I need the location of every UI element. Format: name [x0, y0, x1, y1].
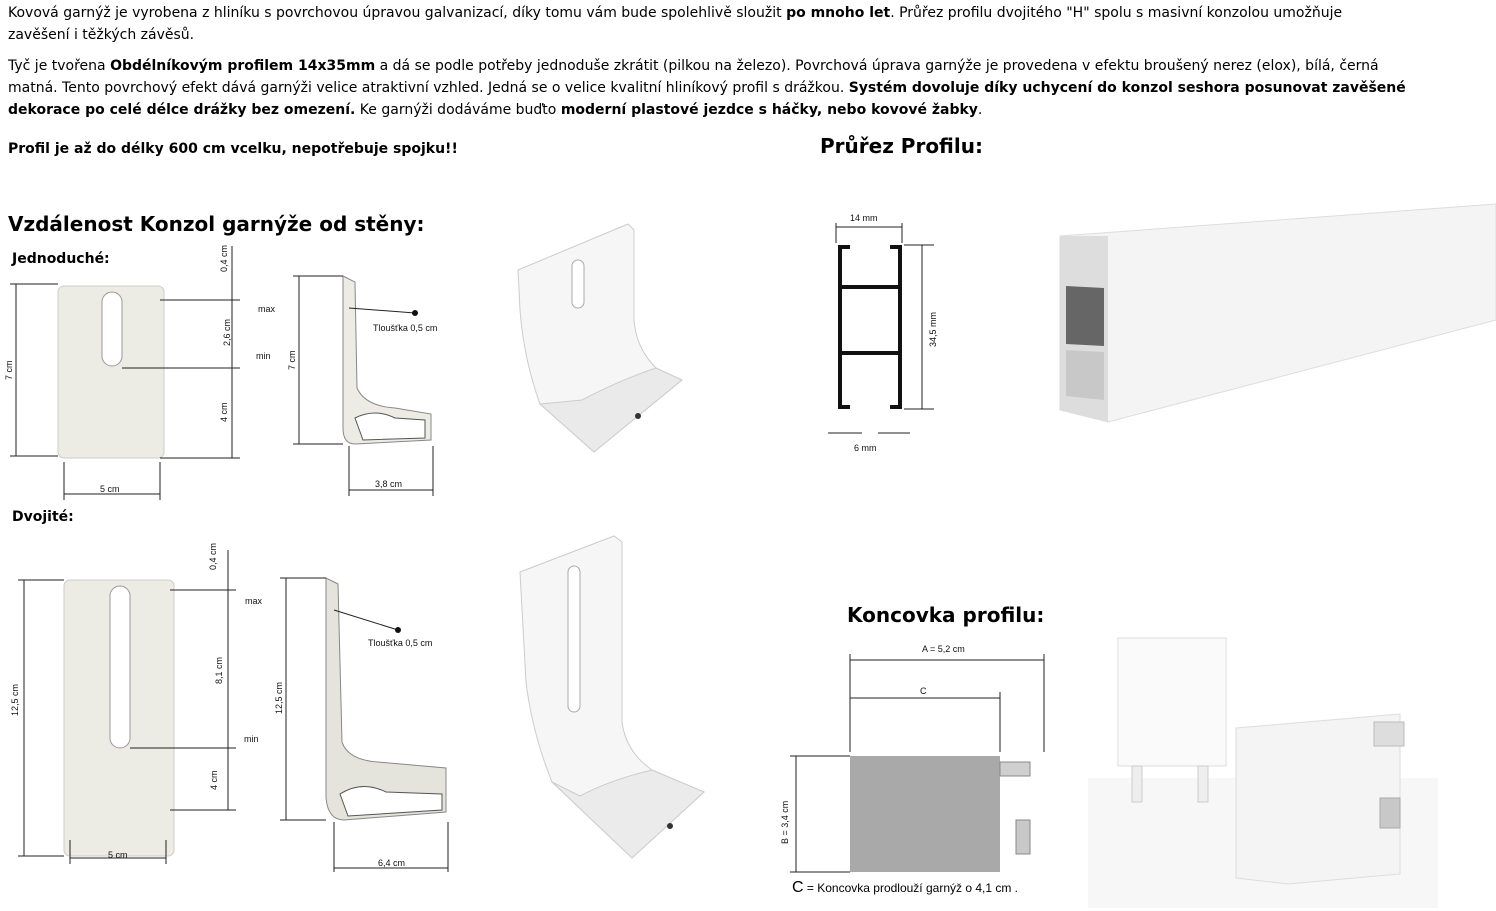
- single-bracket-front-diagram: 7 cm 0,4 cm max 2,6 cm min 4 cm 5 cm: [4, 245, 276, 500]
- single-label: Jednoduché:: [12, 251, 110, 267]
- endcap-render: [1088, 637, 1438, 908]
- single-thickness-label: Tloušťka 0,5 cm: [373, 323, 437, 333]
- text-run: a dá se podle potřeby jednoduše zkrátit …: [8, 58, 1379, 96]
- profile-heading: Průřez Profilu:: [820, 134, 983, 158]
- double-min-label: min: [244, 734, 259, 744]
- single-height-label: 7 cm: [4, 360, 14, 380]
- double-side-height-label: 12,5 cm: [274, 682, 284, 714]
- double-depth-label: 6,4 cm: [378, 858, 405, 868]
- double-height-label: 12,5 cm: [10, 684, 20, 716]
- length-note: Profil je až do délky 600 cm vcelku, nep…: [8, 141, 458, 157]
- single-depth-label: 3,8 cm: [375, 479, 402, 489]
- text-run: Ke garnýži dodáváme buďto: [355, 102, 561, 118]
- single-width-label: 5 cm: [100, 484, 120, 494]
- intro-paragraph: Kovová garnýž je vyrobena z hliníku s po…: [8, 2, 1388, 46]
- endcap-a-label: A = 5,2 cm: [922, 644, 965, 654]
- double-label: Dvojité:: [12, 509, 74, 525]
- bold-run: moderní plastové jezdce s háčky, nebo ko…: [560, 102, 978, 118]
- brackets-heading: Vzdálenost Konzol garnýže od stěny:: [8, 212, 425, 236]
- endcap-c-label: C: [920, 686, 927, 696]
- single-top-label: 0,4 cm: [219, 245, 229, 272]
- double-thickness-label: Tloušťka 0,5 cm: [368, 638, 432, 648]
- text-run: . Průřez profilu dvojitého "H" spolu s m…: [8, 5, 1343, 43]
- text-run: Kovová garnýž je vyrobena z hliníku s po…: [8, 5, 787, 21]
- double-bracket-side-diagram: 12,5 cm Tloušťka 0,5 cm 6,4 cm: [274, 577, 449, 872]
- text-run: Tyč je tvořena: [8, 58, 111, 74]
- text-run: .: [977, 102, 983, 118]
- profile-rail-render: [1059, 203, 1496, 423]
- endcap-caption-text: = Koncovka prodlouží garnýž o 4,1 cm .: [803, 881, 1019, 895]
- endcap-diagram: A = 5,2 cm C B = 3,4 cm: [780, 644, 1045, 873]
- endcap-caption: C = Koncovka prodlouží garnýž o 4,1 cm .: [792, 879, 1018, 897]
- single-lower-label: 4 cm: [219, 402, 229, 422]
- profile-width-label: 14 mm: [850, 213, 878, 223]
- double-slot-label: 8,1 cm: [214, 657, 224, 684]
- double-max-label: max: [245, 596, 263, 606]
- endcap-b-label: B = 3,4 cm: [780, 801, 790, 844]
- double-bracket-render: [519, 535, 705, 859]
- profile-cross-section-diagram: 14 mm 34,5 mm 6 mm: [828, 213, 938, 453]
- bold-run: Systém dovoluje díky uchycení do konzol …: [8, 80, 1406, 118]
- single-bracket-render: [517, 223, 683, 453]
- bold-run: Obdélníkovým profilem 14x35mm: [110, 58, 376, 74]
- double-top-label: 0,4 cm: [208, 543, 218, 570]
- description-paragraph: Tyč je tvořena Obdélníkovým profilem 14x…: [8, 55, 1418, 121]
- endcap-heading: Koncovka profilu:: [847, 603, 1045, 627]
- double-bracket-front-diagram: 12,5 cm 0,4 cm max 8,1 cm min 4 cm 5 cm: [10, 543, 263, 864]
- single-max-label: max: [258, 304, 276, 314]
- endcap-caption-letter: C: [792, 879, 804, 896]
- single-bracket-side-diagram: 7 cm Tloušťka 0,5 cm 3,8 cm: [287, 275, 437, 496]
- double-width-label: 5 cm: [108, 850, 128, 860]
- bold-run: po mnoho let: [786, 5, 891, 21]
- single-slot-label: 2,6 cm: [222, 319, 232, 346]
- single-min-label: min: [256, 351, 271, 361]
- double-lower-label: 4 cm: [209, 770, 219, 790]
- profile-gap-label: 6 mm: [854, 443, 877, 453]
- single-side-height-label: 7 cm: [287, 350, 297, 370]
- profile-height-label: 34,5 mm: [928, 312, 938, 347]
